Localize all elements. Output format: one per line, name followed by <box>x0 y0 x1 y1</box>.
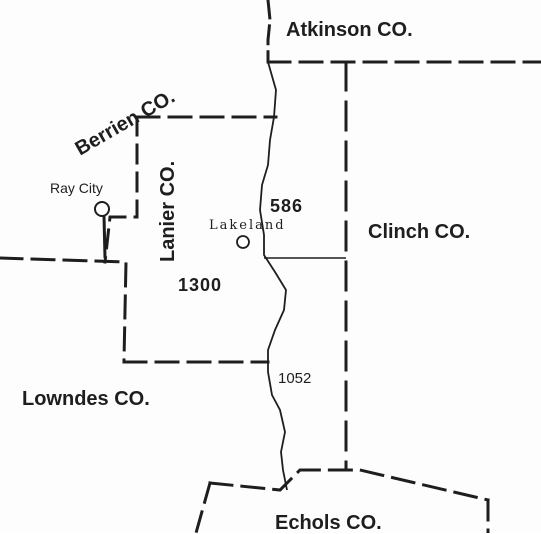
label-clinch-county: Clinch CO. <box>368 221 471 243</box>
boundary-west <box>0 256 128 362</box>
label-district-1052: 1052 <box>278 370 312 387</box>
label-ray-city: Ray City <box>50 180 103 196</box>
label-atkinson-county: Atkinson CO. <box>286 19 413 41</box>
boundary-lanier-west <box>103 115 139 264</box>
ray-city-marker <box>94 201 110 217</box>
boundary-atkinson-west <box>266 0 272 64</box>
label-lowndes-county: Lowndes CO. <box>22 388 150 410</box>
lakeland-marker <box>236 235 250 249</box>
ray-city-stem <box>102 215 107 259</box>
label-echols-county: Echols CO. <box>275 512 382 534</box>
boundary-echols-west <box>194 481 212 533</box>
label-district-586: 586 <box>270 196 304 216</box>
label-lakeland: Lakeland <box>209 218 286 233</box>
boundary-echols-north <box>208 468 490 502</box>
river-line <box>259 61 288 491</box>
label-district-1300: 1300 <box>178 275 223 295</box>
label-lanier-county: Lanier CO. <box>157 160 179 262</box>
